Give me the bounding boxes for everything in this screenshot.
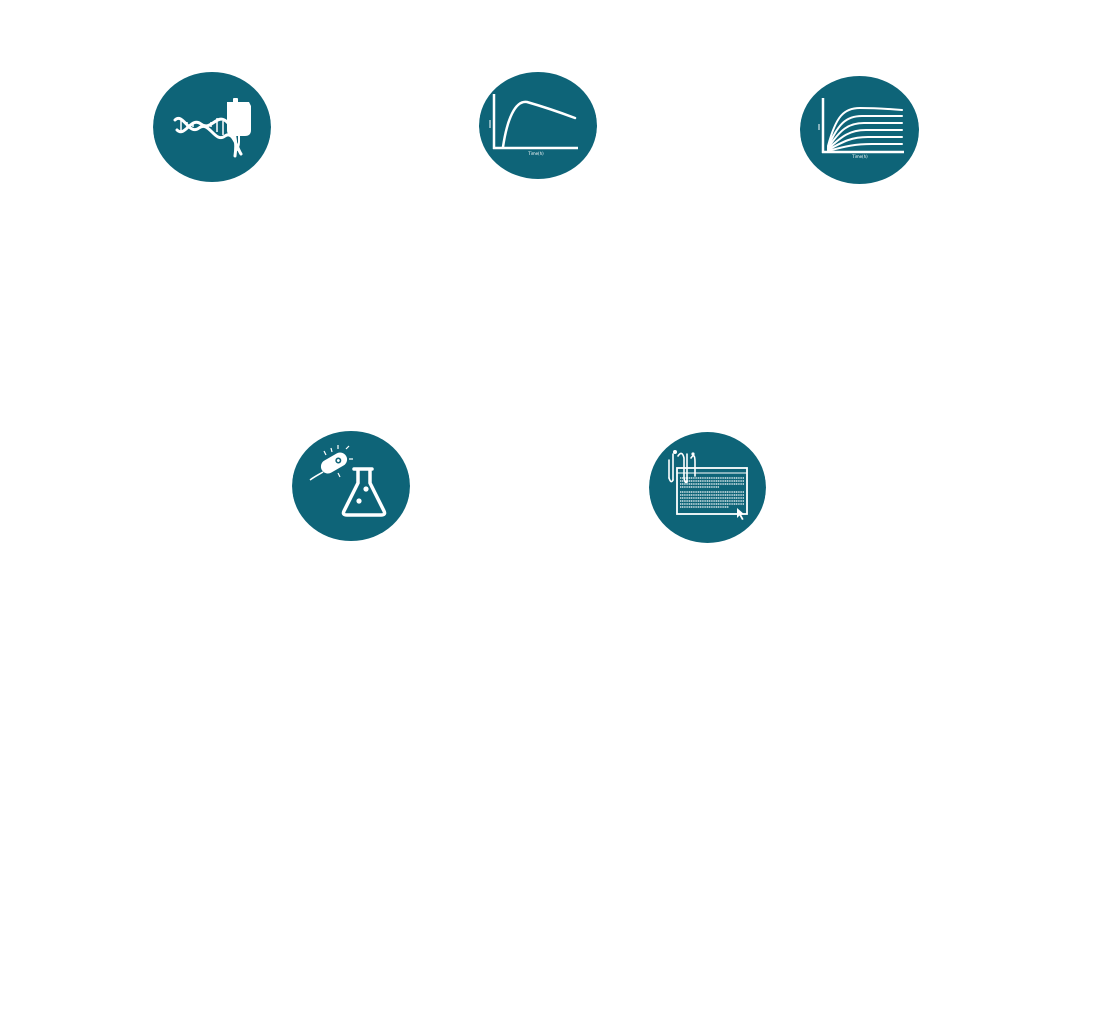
icon-background xyxy=(479,72,597,179)
dna-iv-bag-icon-graphic xyxy=(153,72,271,182)
x-axis-label: Time(h) xyxy=(527,151,544,156)
dose-response-curves-icon: Time(h) xyxy=(800,76,919,184)
x-axis-label: Time(h) xyxy=(851,154,868,159)
bacteria-flask-icon xyxy=(292,431,410,541)
icon-background xyxy=(153,72,271,182)
pharmacokinetic-curve-icon: Time(h) xyxy=(479,72,597,179)
bacteria-flask-icon-graphic xyxy=(292,431,410,541)
dose-response-curves-icon-graphic: Time(h) xyxy=(800,76,919,184)
protein-sequence-editor-icon-graphic xyxy=(649,432,766,543)
pharmacokinetic-curve-icon-graphic: Time(h) xyxy=(479,72,597,179)
icon-background xyxy=(292,431,410,541)
protein-sequence-editor-icon xyxy=(649,432,766,543)
dna-iv-bag-icon xyxy=(153,72,271,182)
